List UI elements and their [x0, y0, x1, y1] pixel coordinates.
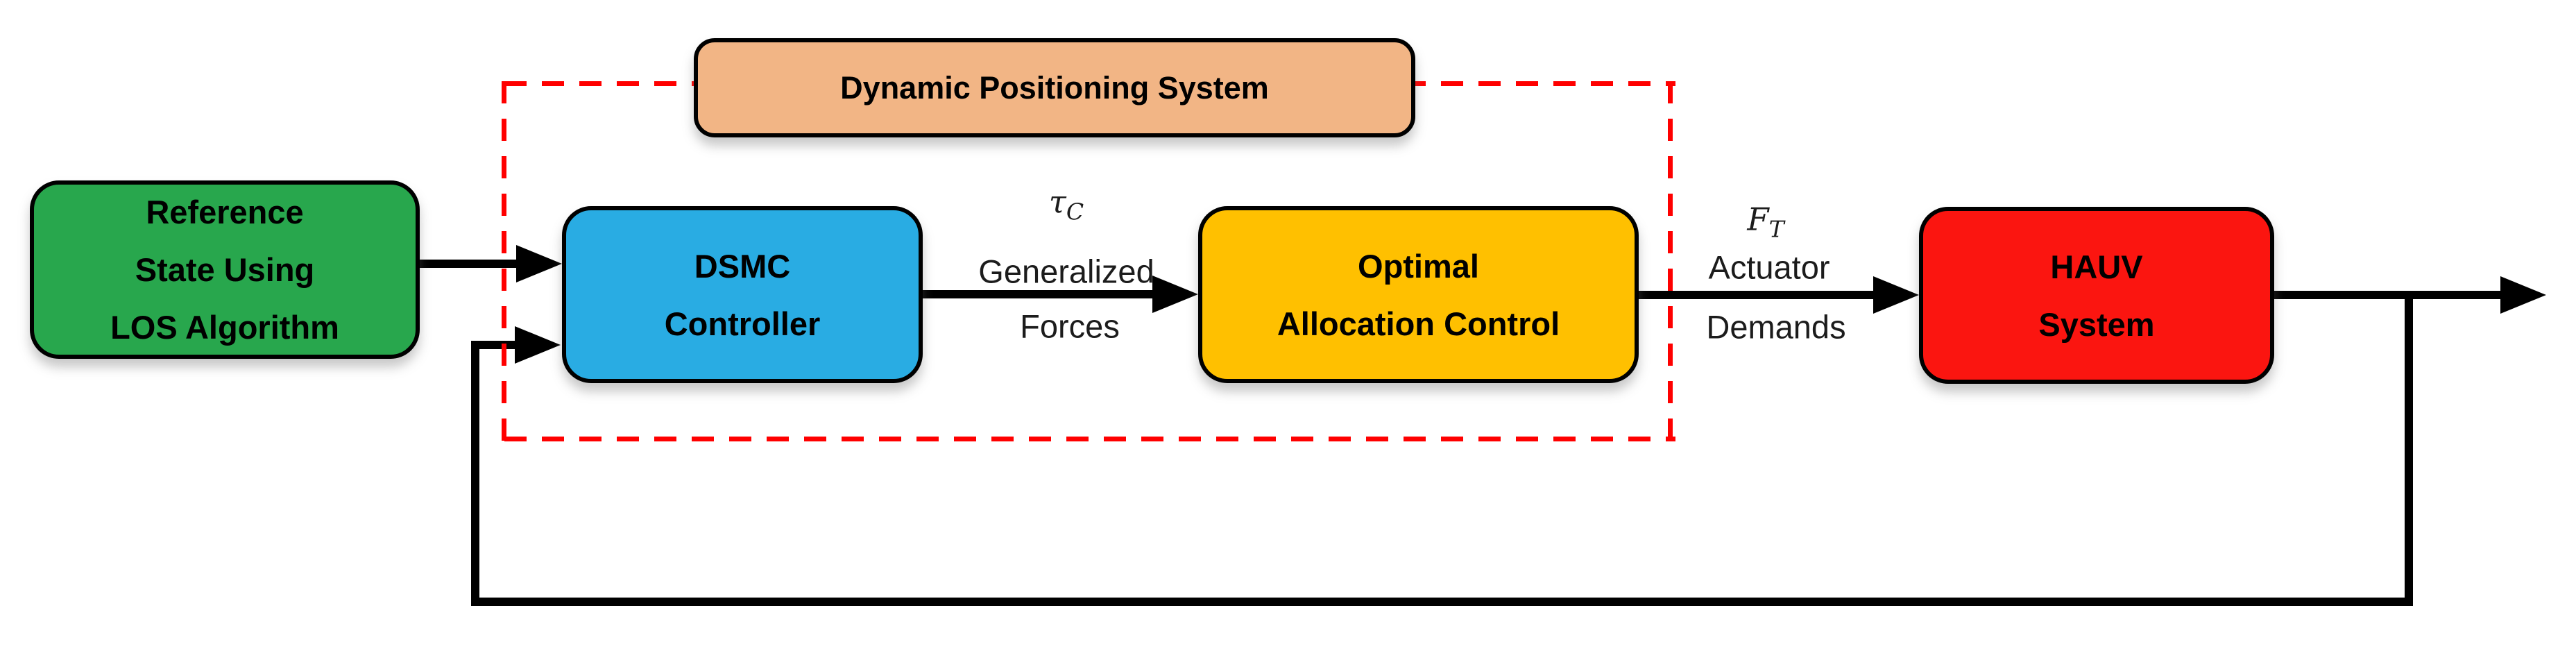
block-label-line: Reference [146, 194, 304, 230]
tau-subscript: C [1066, 198, 1084, 226]
arrow-reference-to-dsmc-head [516, 245, 562, 282]
block-dsmc-controller: DSMC Controller [562, 206, 923, 383]
block-label-line: Controller [664, 305, 821, 342]
block-label-line: Dynamic Positioning System [840, 70, 1269, 105]
feedback-into-dsmc-shaft [475, 341, 517, 349]
arrow-hauv-output-shaft [2274, 291, 2503, 299]
arrow-oac-to-hauv-head [1873, 276, 1919, 314]
arrow-reference-to-dsmc-shaft [420, 260, 524, 268]
block-label-line: DSMC [694, 247, 791, 285]
arrow-oac-to-hauv-shaft [1639, 291, 1877, 299]
feedback-rise-line [471, 341, 479, 606]
signal-forces-label: Forces [1020, 307, 1120, 345]
signal-actuator-label: Actuator [1708, 248, 1830, 286]
feedback-drop-line [2405, 295, 2413, 606]
block-label-line: System [2038, 305, 2155, 343]
block-optimal-allocation-control: Optimal Allocation Control [1198, 206, 1639, 383]
block-label-line: Optimal [1358, 247, 1479, 285]
signal-tau-c-symbol: τC [1048, 183, 1084, 223]
f-symbol: F [1747, 201, 1769, 238]
block-label-line: State Using [135, 251, 315, 288]
dps-boundary-bottom [504, 437, 1675, 441]
block-dynamic-positioning-system-label: Dynamic Positioning System [694, 38, 1415, 137]
block-label-line: LOS Algorithm [110, 309, 339, 346]
block-reference-state-los: Reference State Using LOS Algorithm [30, 180, 420, 359]
arrow-dsmc-to-oac-shaft [923, 290, 1156, 298]
arrow-hauv-output-head [2500, 276, 2546, 314]
f-subscript: T [1768, 215, 1784, 243]
dps-boundary-right [1668, 81, 1673, 441]
feedback-into-dsmc-head [515, 326, 561, 364]
signal-demands-label: Demands [1706, 308, 1846, 346]
block-hauv-system: HAUV System [1919, 207, 2274, 384]
arrow-dsmc-to-oac-head [1152, 276, 1198, 313]
signal-generalized-label: Generalized [978, 253, 1154, 290]
signal-f-t-symbol: FT [1747, 201, 1784, 241]
block-label-line: Allocation Control [1277, 305, 1560, 342]
block-label-line: HAUV [2050, 248, 2143, 285]
dps-boundary-left [502, 81, 506, 441]
tau-symbol: τ [1048, 183, 1066, 221]
feedback-bottom-line [471, 598, 2413, 606]
